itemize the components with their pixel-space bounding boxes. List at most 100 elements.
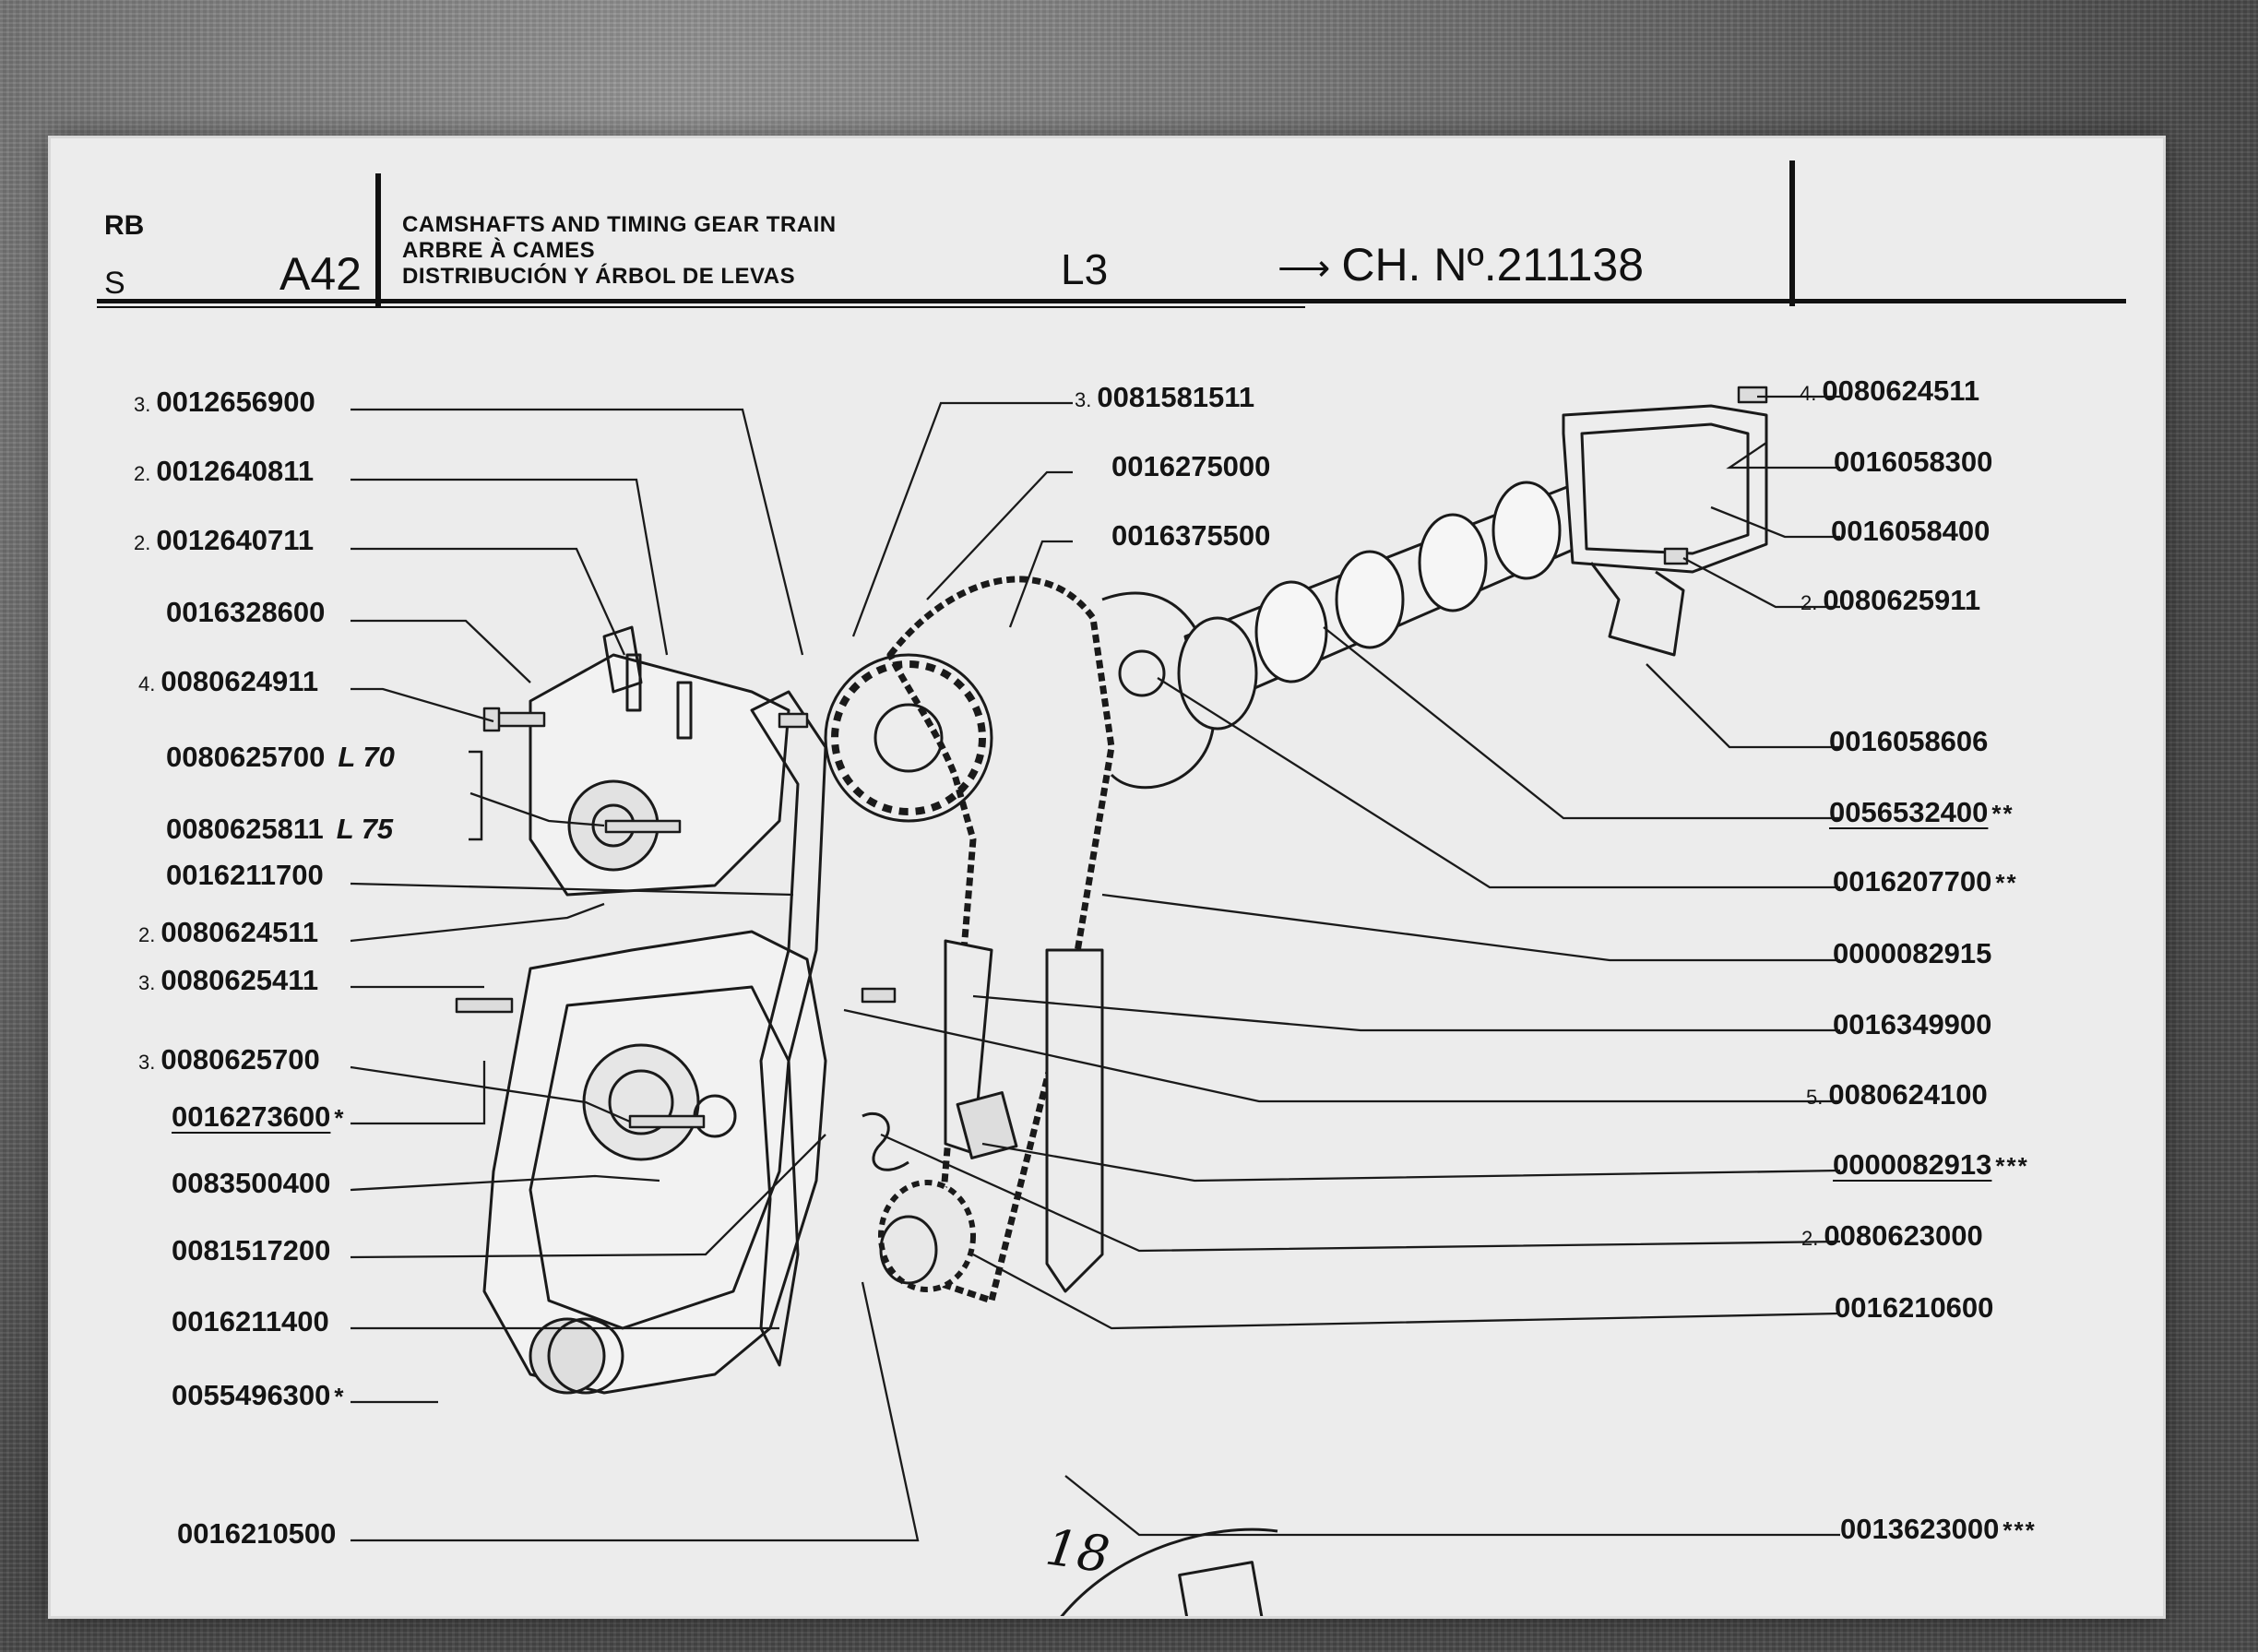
title-french: ARBRE À CAMES [402,238,596,263]
part-number: 0016328600 [166,596,326,628]
part-number: 0083500400 [172,1167,331,1199]
mounting-bracket [1589,562,1685,657]
part-label-left: 3.0012656900 [134,386,315,418]
title-english: CAMSHAFTS AND TIMING GEAR TRAIN [402,212,837,237]
crankshaft-sprocket [878,1180,976,1292]
part-label-right: 0016058400 [1831,517,1990,545]
part-label-left: 2.0012640711 [134,524,315,556]
length-bracket [469,750,483,841]
part-label-right: 0000082915 [1833,939,1991,968]
part-label-left: 3.0080625411 [138,964,319,996]
part-number: 0012656900 [156,386,315,418]
part-number: 0080625911 [1823,584,1981,616]
part-label-center: 0016375500 [1111,521,1270,550]
part-label-right: 0016349900 [1833,1010,1991,1039]
leader-line [350,902,605,943]
camshaft-cover [1562,404,1768,574]
leader-line [469,791,605,827]
length-spec: L 70 [338,741,395,773]
part-number: 0080623000 [1824,1219,1983,1252]
part-label-left: 0016210500 [177,1519,336,1548]
title-spanish: DISTRIBUCIÓN Y ÁRBOL DE LEVAS [402,264,796,289]
part-label-right: 0016207700** [1833,865,2018,897]
chassis-number-text: CH. Nº.211138 [1341,239,1645,291]
part-label-right: 0016058606 [1829,727,1988,755]
part-number: 0016211700 [166,859,324,891]
part-number: 0080624511 [160,916,319,948]
leader-line [350,1065,631,1123]
leader-line [926,470,1073,600]
part-label-center: 3.0081581511 [1075,381,1255,413]
part-number: 0080624100 [1828,1078,1988,1111]
leader-line [1064,1475,1840,1537]
part-number: 0016275000 [1111,450,1271,482]
leader-line [843,1008,1840,1103]
part-label-left: 2.0012640811 [134,455,315,487]
leader-line [851,401,1073,637]
part-label-right: 4.0080624511 [1800,374,1980,407]
model-code: L3 [1061,245,1109,293]
part-number: 0055496300 [172,1379,331,1411]
page-code: A42 [279,248,362,300]
leader-line [351,547,626,656]
leader-line [350,882,794,897]
leader-line [1008,540,1073,628]
part-label-left: 0016273600* [172,1100,346,1133]
leader-line [1726,442,1840,469]
part-label-right: 2.0080623000 [1801,1219,1983,1252]
part-number: 0016058400 [1831,515,1991,547]
pump-housing [529,653,790,897]
header-separator-right [1789,160,1795,306]
leader-line [981,1142,1841,1183]
leader-line [972,1253,1841,1330]
part-label-right: 0013623000*** [1840,1513,2037,1545]
part-label-left: 4.0080624911 [138,665,319,697]
part-number: 0016058300 [1834,446,1993,478]
part-number: 0016210500 [177,1517,337,1550]
leader-line [351,687,494,723]
part-label-left: 0083500400 [172,1169,330,1197]
part-number: 0080625411 [160,964,319,996]
leader-line [1323,626,1840,820]
header-divider [97,299,2126,303]
leader-line [1682,556,1840,609]
leader-line [880,1133,1841,1253]
part-label-right: 2.0080625911 [1800,584,1981,616]
part-number: 0016349900 [1833,1008,1992,1040]
leader-line [1101,893,1840,962]
part-label-left: 0016211400 [172,1307,329,1336]
part-label-right: 5.0080624100 [1806,1078,1988,1111]
part-number: 0016058606 [1829,725,1989,757]
timing-chain [886,576,1115,1304]
leader-line [351,478,669,656]
part-label-left: 3.0080625700 [138,1043,320,1076]
header-subline [97,306,1305,308]
leader-line [351,408,804,656]
chain-guide [1045,948,1104,1293]
leader-line [351,619,531,683]
part-number: 0080624911 [160,665,319,697]
market-code-s: S [104,266,125,301]
part-number: 0016273600 [172,1100,331,1133]
part-label-left: 0055496300* [172,1379,346,1411]
market-code-rb: RB [104,210,145,241]
part-number: 0012640811 [156,455,315,487]
part-label-right: 0016058300 [1834,447,1992,476]
part-label-left: 0016211700 [166,861,324,889]
camshaft-sprocket [824,653,993,823]
part-label-center: 0016275000 [1111,452,1270,481]
part-number: 0013623000 [1840,1513,2000,1545]
leader-line [972,994,1840,1032]
part-number: 0056532400 [1829,796,1989,828]
part-number: 0016207700 [1833,865,1992,897]
part-number: 0016211400 [172,1305,329,1337]
leader-line [350,1174,660,1192]
camshaft [1177,455,1634,731]
exploded-view-drawing [350,386,1841,1616]
part-number: 0012640711 [156,524,315,556]
part-number: 0016210600 [1835,1291,1994,1324]
part-number: 0080625811 [166,813,324,845]
arrow-icon: ⟶ [1278,248,1331,289]
part-number: 0080625700 [166,741,326,773]
